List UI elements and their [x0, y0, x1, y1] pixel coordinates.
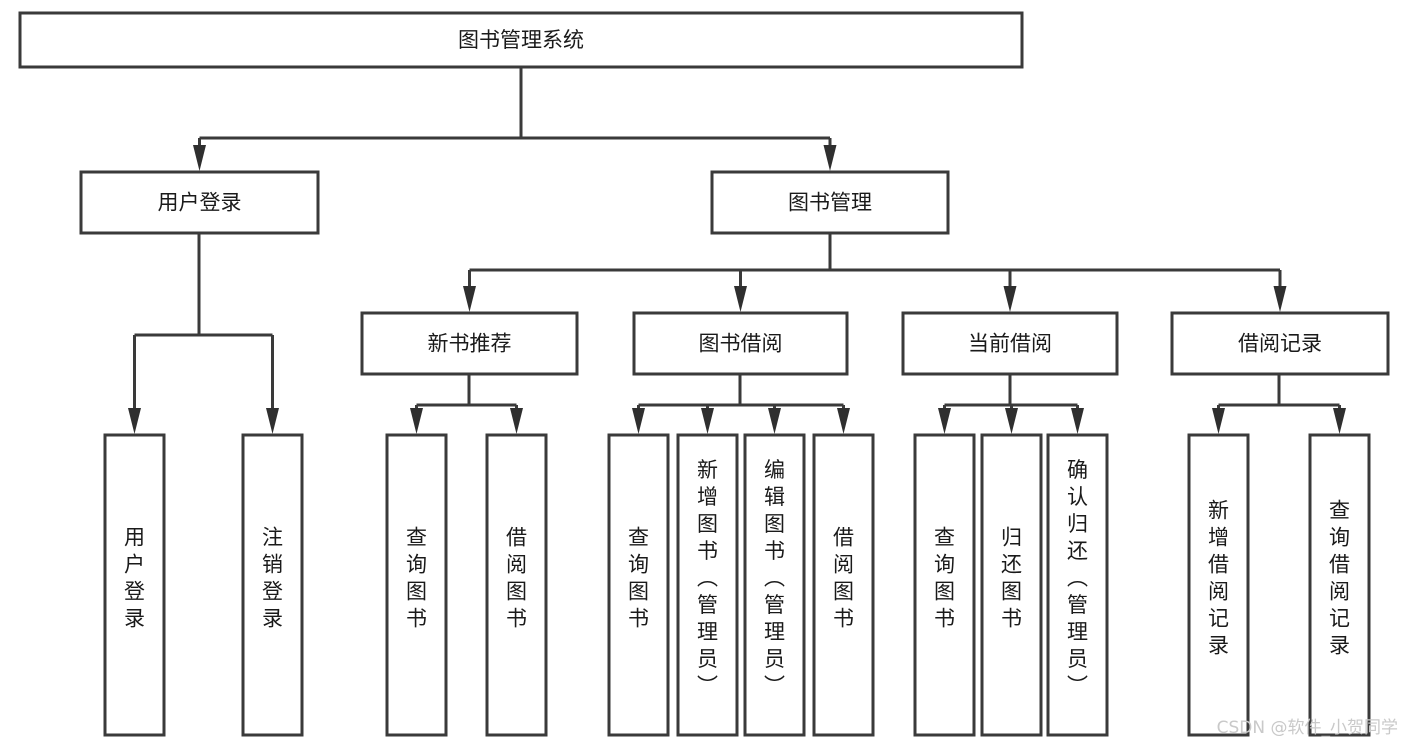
connector-arrowhead [1071, 408, 1084, 434]
node-leaf-leaf-add-borrow-record[interactable]: 新增借阅记录 [1187, 433, 1250, 737]
node-label: 注销登录 [262, 526, 283, 631]
connector-arrowhead [823, 145, 837, 171]
csdn-watermark: CSDN @软件_小贺同学 [1217, 718, 1398, 738]
connector-arrowhead [1273, 286, 1287, 312]
connector-arrowhead [1003, 286, 1017, 312]
connector-arrowhead [463, 286, 476, 312]
connector-book-manage-to-level3 [463, 233, 1287, 312]
node-box[interactable] [1187, 433, 1250, 737]
node-leaf-leaf-borrow-book[interactable]: 借阅图书 [812, 433, 875, 737]
node-box[interactable] [632, 311, 849, 376]
node-box[interactable] [913, 433, 976, 737]
node-box[interactable] [676, 433, 739, 737]
connector-arrowhead [1005, 408, 1018, 434]
connector-arrowhead [632, 408, 645, 434]
node-box[interactable] [103, 433, 166, 737]
node-box[interactable] [485, 433, 548, 737]
node-layer: 图书管理系统用户登录图书管理新书推荐图书借阅当前借阅借阅记录用户登录注销登录查询… [18, 11, 1390, 737]
node-box[interactable] [360, 311, 579, 376]
node-label: 新书推荐 [428, 332, 512, 356]
connector-arrowhead [510, 408, 523, 434]
node-label: 编辑图书︵管理员︶ [764, 458, 785, 698]
node-leaf-leaf-query-book-current[interactable]: 查询图书 [913, 433, 976, 737]
node-label: 确认归还︵管理员︶ [1067, 458, 1088, 698]
node-box[interactable] [79, 170, 320, 235]
node-box[interactable] [812, 433, 875, 737]
node-level3-borrow-record[interactable]: 借阅记录 [1170, 311, 1390, 376]
node-box[interactable] [1046, 433, 1109, 737]
node-box[interactable] [710, 170, 950, 235]
node-label: 图书借阅 [699, 332, 783, 356]
node-label: 新增图书︵管理员︶ [697, 458, 718, 698]
connector-arrowhead [768, 408, 781, 434]
node-leaf-leaf-borrow-book-recommend[interactable]: 借阅图书 [485, 433, 548, 737]
node-box[interactable] [980, 433, 1043, 737]
connector-arrowhead [1212, 408, 1225, 434]
node-label: 借阅图书 [506, 526, 527, 631]
node-leaf-leaf-query-book-borrow[interactable]: 查询图书 [607, 433, 670, 737]
connector-arrowhead [128, 408, 141, 434]
connector-arrowhead [734, 286, 747, 312]
node-label: 用户登录 [124, 526, 145, 631]
node-box[interactable] [385, 433, 448, 737]
node-box[interactable] [1308, 433, 1371, 737]
node-leaf-leaf-add-book[interactable]: 新增图书︵管理员︶ [676, 433, 739, 737]
node-box[interactable] [607, 433, 670, 737]
node-label: 图书管理系统 [458, 28, 584, 52]
node-leaf-leaf-confirm-return[interactable]: 确认归还︵管理员︶ [1046, 433, 1109, 737]
node-level2-user-login[interactable]: 用户登录 [79, 170, 320, 235]
node-label: 当前借阅 [968, 332, 1052, 356]
node-leaf-leaf-query-book-recommend[interactable]: 查询图书 [385, 433, 448, 737]
node-level2-book-manage[interactable]: 图书管理 [710, 170, 950, 235]
connector-arrowhead [701, 408, 714, 434]
connector-arrowhead [1333, 408, 1346, 434]
node-leaf-leaf-user-login[interactable]: 用户登录 [103, 433, 166, 737]
node-label: 用户登录 [158, 191, 242, 215]
connector-arrowhead [266, 408, 279, 434]
node-label: 查询借阅记录 [1329, 499, 1350, 658]
node-box[interactable] [241, 433, 304, 737]
connector-recommend-to-leaves [410, 374, 523, 434]
node-label: 查询图书 [406, 526, 427, 631]
node-label: 借阅图书 [833, 526, 854, 631]
node-label: 查询图书 [934, 526, 955, 631]
node-level3-new-book-recommend[interactable]: 新书推荐 [360, 311, 579, 376]
node-label: 借阅记录 [1238, 332, 1322, 356]
node-root-root[interactable]: 图书管理系统 [18, 11, 1024, 69]
node-box[interactable] [1170, 311, 1390, 376]
connector-borrow-to-leaves [632, 374, 850, 434]
node-level3-current-borrow[interactable]: 当前借阅 [901, 311, 1119, 376]
connector-arrowhead [193, 145, 206, 171]
connector-user-login-to-leaves [128, 233, 279, 434]
node-box[interactable] [18, 11, 1024, 69]
node-box[interactable] [901, 311, 1119, 376]
node-box[interactable] [743, 433, 806, 737]
connector-layer [128, 67, 1346, 434]
connector-arrowhead [837, 408, 850, 434]
connector-root-to-level2 [193, 67, 837, 171]
node-label: 查询图书 [628, 526, 649, 631]
node-level3-book-borrow[interactable]: 图书借阅 [632, 311, 849, 376]
node-leaf-leaf-query-borrow-record[interactable]: 查询借阅记录 [1308, 433, 1371, 737]
connector-current-to-leaves [938, 374, 1084, 434]
node-label: 图书管理 [788, 191, 872, 215]
node-leaf-leaf-user-logout[interactable]: 注销登录 [241, 433, 304, 737]
node-leaf-leaf-return-book[interactable]: 归还图书 [980, 433, 1043, 737]
node-label: 新增借阅记录 [1208, 499, 1229, 658]
connector-record-to-leaves [1212, 374, 1346, 434]
node-label: 归还图书 [1001, 526, 1022, 631]
node-leaf-leaf-edit-book[interactable]: 编辑图书︵管理员︶ [743, 433, 806, 737]
connector-arrowhead [410, 408, 423, 434]
connector-arrowhead [938, 408, 951, 434]
